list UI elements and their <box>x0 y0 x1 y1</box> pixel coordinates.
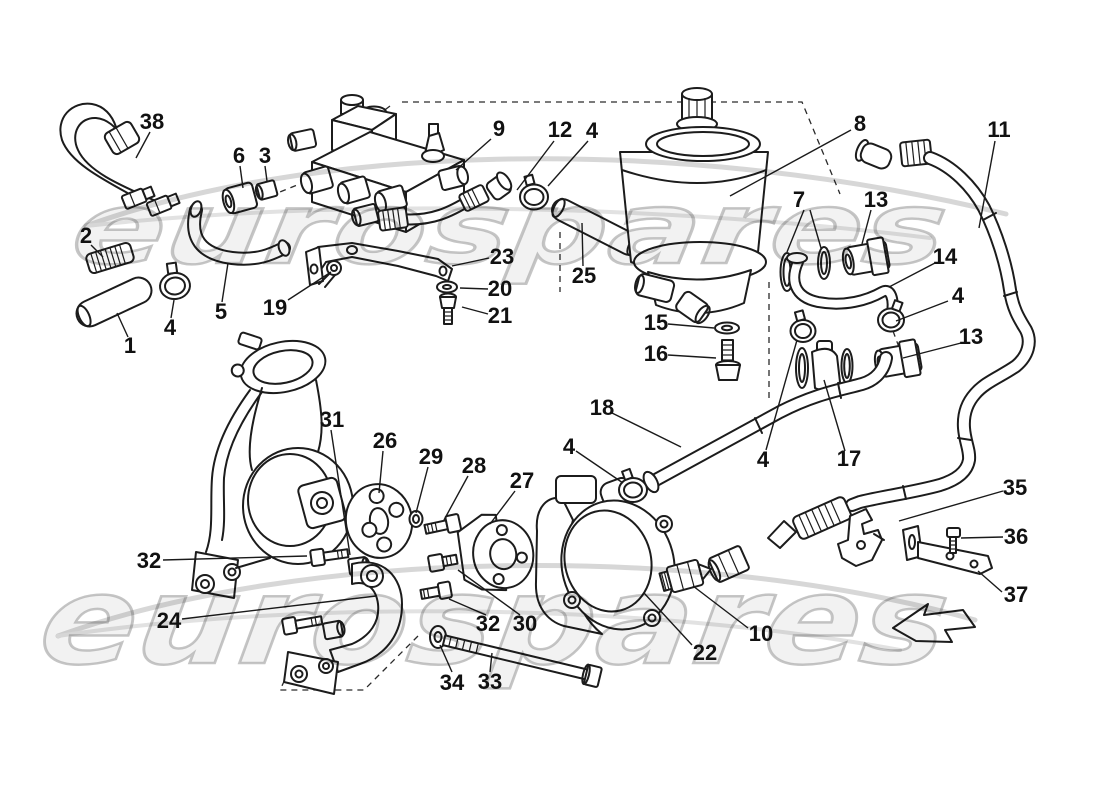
part-callout-33: 33 <box>477 669 503 694</box>
leader-line-4 <box>575 450 624 484</box>
leader-line-4 <box>170 299 175 319</box>
part-callout-16: 16 <box>643 341 669 366</box>
part-callout-1: 1 <box>123 333 137 358</box>
part-callout-7: 7 <box>792 187 806 212</box>
leader-line-38 <box>135 131 151 159</box>
bolt-part-16 <box>715 339 741 381</box>
part-callout-15: 15 <box>643 310 669 335</box>
part-callout-13: 13 <box>863 187 889 212</box>
part-callout-12: 12 <box>547 117 573 142</box>
part-callout-21: 21 <box>487 303 513 328</box>
part-callout-9: 9 <box>492 116 506 141</box>
part-callout-24: 24 <box>156 608 182 633</box>
leader-line-4 <box>895 300 949 322</box>
part-callout-19: 19 <box>262 295 288 320</box>
leader-line-23 <box>451 257 490 267</box>
leader-line-21 <box>461 306 489 315</box>
leader-line-19 <box>287 271 332 301</box>
part-callout-4: 4 <box>951 283 965 308</box>
leader-line-1 <box>116 312 129 338</box>
part-callout-38: 38 <box>139 109 165 134</box>
part-callout-26: 26 <box>372 428 398 453</box>
part-callout-4: 4 <box>562 434 576 459</box>
bolt-part-32-left <box>309 547 350 568</box>
part-callout-6: 6 <box>232 143 246 168</box>
leader-line-16 <box>667 354 717 359</box>
part-callout-8: 8 <box>853 111 867 136</box>
leader-line-13 <box>902 342 962 359</box>
part-callout-23: 23 <box>489 244 515 269</box>
steering-gear-reference-assembly <box>191 331 354 599</box>
part-callout-37: 37 <box>1003 582 1029 607</box>
part-callout-18: 18 <box>589 395 615 420</box>
part-callout-5: 5 <box>214 299 228 324</box>
screw-part-36 <box>946 527 961 554</box>
part-callout-32: 32 <box>136 548 162 573</box>
part-callout-34: 34 <box>439 670 465 695</box>
part-callout-4: 4 <box>756 447 770 472</box>
union-fitting-part-13-upper <box>841 236 891 277</box>
part-callout-11: 11 <box>987 117 1011 142</box>
hose-part-14 <box>786 252 899 318</box>
part-callout-22: 22 <box>692 640 718 665</box>
leader-line-17 <box>823 379 846 452</box>
part-callout-30: 30 <box>512 611 538 636</box>
leader-line-2 <box>90 244 104 258</box>
part-callout-3: 3 <box>258 143 272 168</box>
part-callout-28: 28 <box>461 453 487 478</box>
part-callout-2: 2 <box>79 223 93 248</box>
part-callout-31: 31 <box>319 407 345 432</box>
part-callout-25: 25 <box>571 263 597 288</box>
hose-clamp-part-4-mid <box>789 309 817 343</box>
hose-clamp-part-4-left <box>159 261 191 301</box>
part-callout-13: 13 <box>958 324 984 349</box>
leader-line-27 <box>489 490 516 525</box>
part-callout-17: 17 <box>836 446 862 471</box>
hose-clamp-part-4-right <box>877 299 905 333</box>
elbow-fitting-part-17 <box>795 340 854 391</box>
washer-part-15 <box>714 321 740 335</box>
leader-line-33 <box>489 652 493 673</box>
bolt-part-21 <box>439 292 457 325</box>
bolt-part-28 <box>423 513 462 535</box>
leader-line-18 <box>611 412 682 448</box>
leader-line-35 <box>898 490 1004 522</box>
leader-line-29 <box>415 466 429 514</box>
leader-line-4 <box>765 339 798 451</box>
leader-line-20 <box>459 287 489 290</box>
part-callout-32: 32 <box>475 611 501 636</box>
part-callout-4: 4 <box>585 118 599 143</box>
hose-clamp-part-4-pump <box>618 467 648 503</box>
leader-line-32 <box>162 555 308 561</box>
clip-bracket-part-35 <box>837 508 885 567</box>
part-callout-35: 35 <box>1002 475 1028 500</box>
part-callout-29: 29 <box>418 444 444 469</box>
washer-part-20 <box>436 280 458 294</box>
tube-part-1 <box>75 276 153 328</box>
flex-coupling-part-26 <box>344 483 414 559</box>
leader-line-37 <box>977 570 1003 593</box>
part-callout-27: 27 <box>509 468 535 493</box>
leader-line-28 <box>443 475 469 521</box>
leader-line-31 <box>330 429 351 556</box>
support-bracket-part-23 <box>305 242 453 286</box>
leader-line-5 <box>221 262 229 303</box>
part-callout-4: 4 <box>163 315 177 340</box>
part-callout-20: 20 <box>487 276 513 301</box>
part-callout-14: 14 <box>932 244 958 269</box>
leader-line-14 <box>888 262 936 288</box>
threaded-sleeve-part-2 <box>85 241 135 275</box>
leader-line-26 <box>378 450 384 494</box>
leader-line-36 <box>960 536 1004 539</box>
part-callout-36: 36 <box>1003 524 1029 549</box>
leader-line-15 <box>667 323 715 329</box>
part-callout-10: 10 <box>748 621 774 646</box>
